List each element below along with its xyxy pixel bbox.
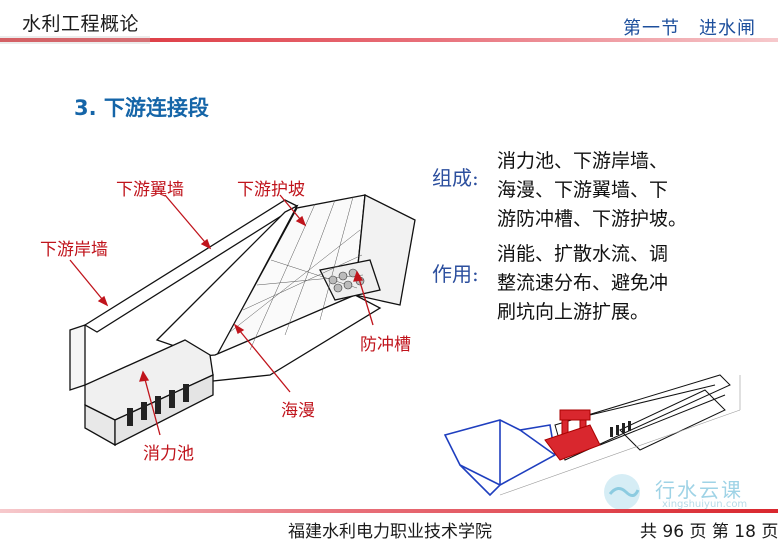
page-suffix: 页	[761, 522, 778, 542]
watermark-text: 行水云课	[655, 478, 743, 502]
composition-line: 海漫、下游翼墙、下	[497, 179, 669, 201]
function-text: 消能、扩散水流、调 整流速分布、避免冲 刷坑向上游扩展。	[497, 240, 668, 327]
footer-page-indicator: 共 96 页 第 18 页	[640, 517, 778, 542]
label-anti-scour: 防冲槽	[360, 335, 411, 355]
label-stilling-basin: 消力池	[143, 444, 194, 464]
section-title: 第一节 进水闸	[623, 18, 756, 39]
course-title: 水利工程概论	[22, 13, 140, 35]
label-revetment: 下游护坡	[237, 180, 305, 200]
label-bank-wall: 下游岸墙	[40, 240, 108, 260]
label-wing-wall: 下游翼墙	[116, 180, 184, 200]
total-pages: 96	[662, 522, 685, 542]
function-label: 作用:	[432, 262, 479, 286]
composition-text: 消力池、下游岸墙、 海漫、下游翼墙、下 游防冲槽、下游护坡。	[497, 147, 687, 234]
downstream-connection-diagram	[69, 193, 416, 447]
current-page: 18	[734, 522, 756, 542]
header-divider-bar	[0, 36, 778, 44]
slide-heading: 3. 下游连接段	[74, 96, 209, 120]
page-prefix: 共	[640, 522, 657, 542]
composition-label: 组成:	[432, 166, 479, 190]
watermark-subtext: xingshuiyun.com	[662, 499, 748, 510]
function-line: 消能、扩散水流、调	[497, 243, 669, 265]
function-line: 整流速分布、避免冲	[497, 272, 669, 294]
footer-divider-bar	[0, 509, 778, 513]
composition-line: 游防冲槽、下游护坡。	[497, 208, 688, 230]
page-mid: 页 第	[689, 522, 729, 542]
label-apron: 海漫	[281, 401, 315, 421]
footer-institution: 福建水利电力职业技术学院	[288, 522, 492, 542]
sluice-overview-diagram	[443, 374, 741, 497]
function-line: 刷坑向上游扩展。	[497, 301, 650, 323]
watermark-logo-icon	[604, 474, 640, 510]
composition-line: 消力池、下游岸墙、	[497, 150, 669, 172]
